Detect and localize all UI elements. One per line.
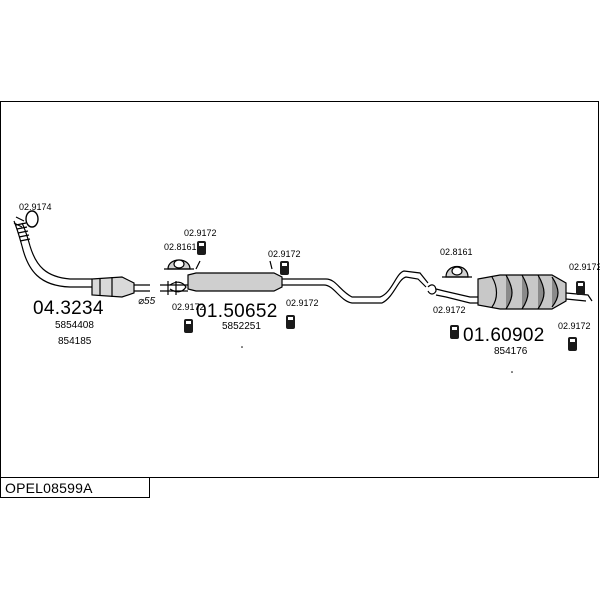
part-number-rear-silencer: 01.60902: [463, 325, 545, 346]
front-pipe-drawing: [13, 216, 150, 298]
hanger-bracket-a: [164, 259, 194, 270]
part-number-rubber-g: 02.9172: [558, 321, 591, 331]
part-number-rubber-d: 02.9172: [286, 298, 319, 308]
rubber-mount-a: [197, 241, 206, 255]
middle-pipe-drawing: [187, 260, 429, 304]
rubber-mount-b: [280, 261, 289, 275]
rubber-mount-d: [286, 315, 295, 329]
diameter-label: ⌀55: [138, 296, 156, 307]
rubber-mount-f: [576, 281, 585, 295]
part-number-rubber-a: 02.9172: [184, 228, 217, 238]
rear-silencer-drawing: [435, 274, 593, 310]
dot-mark: [241, 346, 243, 348]
part-number-rubber-b: 02.9172: [268, 249, 301, 259]
exhaust-system-drawing: [13, 210, 593, 373]
part-number-hanger-b: 02.8161: [440, 247, 473, 257]
part-number-hanger-a: 02.8161: [164, 242, 197, 252]
hanger-bracket-b: [442, 265, 472, 278]
oe-code: 5852251: [222, 321, 261, 332]
part-number-front-pipe: 04.3234: [33, 298, 104, 319]
dot-mark: [511, 371, 513, 373]
oe-code: 854185: [58, 336, 92, 347]
oe-code: 854176: [494, 346, 528, 357]
gasket-ring: [25, 210, 39, 228]
oe-code: 5854408: [55, 320, 94, 331]
clamp-front: [169, 281, 187, 293]
rubber-mount-e: [450, 325, 459, 339]
rubber-mount-c: [184, 319, 193, 333]
clamp-rear: [427, 284, 437, 295]
connector-stubs: [160, 281, 188, 295]
part-number-rubber-c: 02.9172: [172, 302, 205, 312]
part-number-rubber-e: 02.9172: [433, 305, 466, 315]
part-number-rubber-f: 02.9172: [569, 262, 600, 272]
document-title: OPEL08599A: [5, 480, 93, 496]
document-title-box: OPEL08599A: [0, 478, 150, 498]
part-number-middle-pipe: 01.50652: [196, 301, 278, 322]
diagram-frame: [0, 101, 599, 478]
rubber-mount-g: [568, 337, 577, 351]
part-number-gasket: 02.9174: [19, 202, 52, 212]
